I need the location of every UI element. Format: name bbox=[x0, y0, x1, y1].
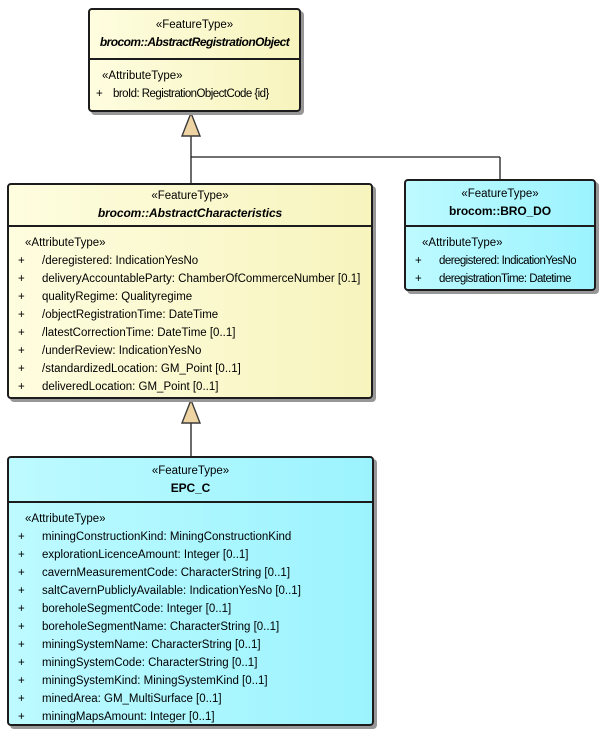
attribute-visibility: + bbox=[415, 255, 422, 267]
attribute-text: broId: RegistrationObjectCode {id} bbox=[113, 88, 269, 100]
attribute-row: + broId: RegistrationObjectCode {id} bbox=[90, 85, 299, 103]
attribute-visibility: + bbox=[96, 88, 103, 100]
class-title-compartment: «FeatureType» brocom::AbstractCharacteri… bbox=[9, 185, 371, 227]
attribute-row: + /underReview: IndicationYesNo bbox=[9, 342, 371, 360]
attribute-visibility: + bbox=[18, 657, 25, 669]
class-stereotype: «FeatureType» bbox=[151, 464, 230, 477]
attribute-text: /standardizedLocation: GM_Point [0..1] bbox=[42, 363, 241, 375]
attribute-text: miningMapsAmount: Integer [0..1] bbox=[42, 711, 215, 723]
class-attributes-compartment: «AttributeType» + deregistered: Indicati… bbox=[406, 227, 594, 288]
attribute-visibility: + bbox=[18, 345, 25, 357]
attribute-text: boreholeSegmentName: CharacterString [0.… bbox=[42, 621, 280, 633]
attribute-row: + deliveredLocation: GM_Point [0..1] bbox=[9, 378, 371, 396]
attribute-visibility: + bbox=[18, 291, 25, 303]
attribute-visibility: + bbox=[18, 567, 25, 579]
attribute-text: miningSystemCode: CharacterString [0..1] bbox=[42, 657, 258, 669]
attribute-text: qualityRegime: Qualityregime bbox=[42, 291, 193, 303]
attribute-row: + qualityRegime: Qualityregime bbox=[9, 288, 371, 306]
attribute-visibility: + bbox=[18, 273, 25, 285]
attribute-text: miningSystemKind: MiningSystemKind [0..1… bbox=[42, 675, 268, 687]
attribute-visibility: + bbox=[18, 531, 25, 543]
attribute-visibility: + bbox=[18, 711, 25, 723]
attribute-text: deliveryAccountableParty: ChamberOfComme… bbox=[42, 273, 361, 285]
attribute-visibility: + bbox=[18, 255, 25, 267]
class-box-epc-c: «FeatureType» EPC_C «AttributeType» + mi… bbox=[7, 456, 374, 726]
attribute-text: miningConstructionKind: MiningConstructi… bbox=[42, 531, 292, 543]
attribute-text: /deregistered: IndicationYesNo bbox=[42, 255, 199, 267]
attribute-section-label: «AttributeType» bbox=[422, 237, 503, 249]
attribute-row: + /deregistered: IndicationYesNo bbox=[9, 252, 371, 270]
class-title-compartment: «FeatureType» brocom::BRO_DO bbox=[406, 181, 594, 227]
class-box-abstract-characteristics: «FeatureType» brocom::AbstractCharacteri… bbox=[7, 183, 373, 399]
class-attributes-compartment: «AttributeType» + miningConstructionKind… bbox=[9, 503, 372, 726]
class-name: brocom::AbstractCharacteristics bbox=[97, 206, 283, 220]
attribute-visibility: + bbox=[18, 381, 25, 393]
attribute-visibility: + bbox=[18, 621, 25, 633]
class-attributes-compartment: «AttributeType» + broId: RegistrationObj… bbox=[90, 60, 299, 103]
attribute-row: + saltCavernPubliclyAvailable: Indicatio… bbox=[9, 582, 372, 600]
attribute-row: + deregistered: IndicationYesNo bbox=[406, 252, 594, 270]
class-box-bro-do: «FeatureType» brocom::BRO_DO «AttributeT… bbox=[404, 179, 596, 291]
attribute-text: /objectRegistrationTime: DateTime bbox=[42, 309, 219, 321]
attribute-row: + deregistrationTime: Datetime bbox=[406, 270, 594, 288]
attribute-text: explorationLicenceAmount: Integer [0..1] bbox=[42, 549, 249, 561]
attribute-text: /latestCorrectionTime: DateTime [0..1] bbox=[42, 327, 236, 339]
attribute-row: + miningMapsAmount: Integer [0..1] bbox=[9, 708, 372, 726]
attribute-visibility: + bbox=[18, 309, 25, 321]
attribute-text: deregistered: IndicationYesNo bbox=[439, 255, 577, 267]
attribute-row: + miningSystemKind: MiningSystemKind [0.… bbox=[9, 672, 372, 690]
class-stereotype: «FeatureType» bbox=[155, 19, 234, 31]
attribute-visibility: + bbox=[415, 273, 422, 285]
attribute-visibility: + bbox=[18, 585, 25, 597]
attribute-text: miningSystemName: CharacterString [0..1] bbox=[42, 639, 261, 651]
attribute-row: + minedArea: GM_MultiSurface [0..1] bbox=[9, 690, 372, 708]
class-box-abstract-registration-object: «FeatureType» brocom::AbstractRegistrati… bbox=[88, 8, 301, 112]
attribute-row: + cavernMeasurementCode: CharacterString… bbox=[9, 564, 372, 582]
class-title-compartment: «FeatureType» brocom::AbstractRegistrati… bbox=[90, 10, 299, 60]
attribute-section-label: «AttributeType» bbox=[102, 70, 183, 82]
attribute-row: + miningSystemName: CharacterString [0..… bbox=[9, 636, 372, 654]
attribute-row: + /objectRegistrationTime: DateTime bbox=[9, 306, 371, 324]
class-name: EPC_C bbox=[170, 480, 211, 495]
attribute-row: + boreholeSegmentCode: Integer [0..1] bbox=[9, 600, 372, 618]
class-name: brocom::BRO_DO bbox=[449, 204, 551, 218]
attribute-visibility: + bbox=[18, 549, 25, 561]
attribute-text: /underReview: IndicationYesNo bbox=[42, 345, 202, 357]
attribute-row: + deliveryAccountableParty: ChamberOfCom… bbox=[9, 270, 371, 288]
generalization-arrowhead-middle bbox=[180, 398, 202, 424]
attribute-visibility: + bbox=[18, 327, 25, 339]
attribute-text: minedArea: GM_MultiSurface [0..1] bbox=[42, 693, 222, 705]
attribute-row: + boreholeSegmentName: CharacterString [… bbox=[9, 618, 372, 636]
attribute-visibility: + bbox=[18, 603, 25, 615]
attribute-row: + /latestCorrectionTime: DateTime [0..1] bbox=[9, 324, 371, 342]
attribute-visibility: + bbox=[18, 693, 25, 705]
attribute-section-label: «AttributeType» bbox=[25, 513, 106, 525]
attribute-row: + miningConstructionKind: MiningConstruc… bbox=[9, 528, 372, 546]
class-stereotype: «FeatureType» bbox=[461, 188, 539, 200]
attribute-row: + /standardizedLocation: GM_Point [0..1] bbox=[9, 360, 371, 378]
class-name: brocom::AbstractRegistrationObject bbox=[99, 35, 290, 49]
class-title-compartment: «FeatureType» EPC_C bbox=[9, 458, 372, 503]
attribute-section-label: «AttributeType» bbox=[25, 237, 106, 249]
attribute-text: cavernMeasurementCode: CharacterString [… bbox=[42, 567, 291, 579]
class-stereotype: «FeatureType» bbox=[151, 190, 229, 202]
attribute-row: + explorationLicenceAmount: Integer [0..… bbox=[9, 546, 372, 564]
attribute-row: + miningSystemCode: CharacterString [0..… bbox=[9, 654, 372, 672]
generalization-arrowhead-top bbox=[180, 111, 202, 137]
attribute-visibility: + bbox=[18, 363, 25, 375]
attribute-text: deliveredLocation: GM_Point [0..1] bbox=[42, 381, 219, 393]
class-attributes-compartment: «AttributeType» + /deregistered: Indicat… bbox=[9, 227, 371, 396]
attribute-text: boreholeSegmentCode: Integer [0..1] bbox=[42, 603, 232, 615]
attribute-visibility: + bbox=[18, 675, 25, 687]
attribute-text: saltCavernPubliclyAvailable: IndicationY… bbox=[42, 585, 301, 597]
attribute-text: deregistrationTime: Datetime bbox=[439, 273, 571, 285]
attribute-visibility: + bbox=[18, 639, 25, 651]
